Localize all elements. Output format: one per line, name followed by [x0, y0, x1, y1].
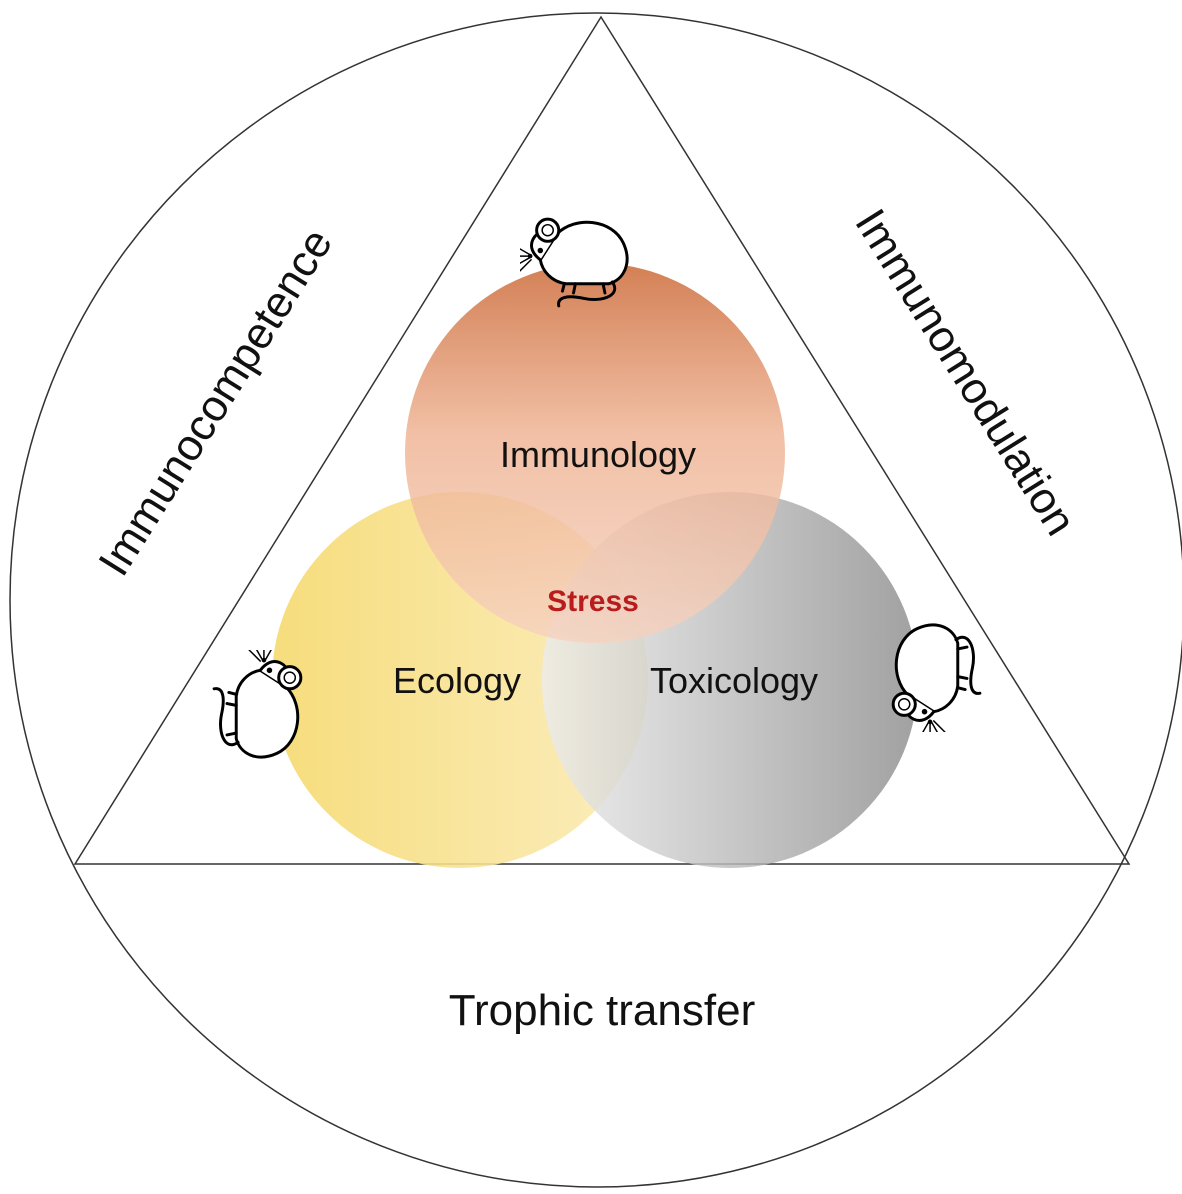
- ecology-label: Ecology: [393, 660, 521, 701]
- immunology-circle: [405, 263, 785, 643]
- immunology-label: Immunology: [500, 434, 696, 475]
- immunocompetence-label: Immunocompetence: [89, 220, 342, 584]
- inner-triangle: [73, 15, 1131, 865]
- toxicology-label: Toxicology: [650, 660, 818, 701]
- stress-label: Stress: [547, 585, 639, 618]
- outer-circle: [9, 12, 1182, 1188]
- immunomodulation-label: Immunomodulation: [845, 201, 1085, 544]
- trophic-transfer-label: Trophic transfer: [449, 986, 755, 1035]
